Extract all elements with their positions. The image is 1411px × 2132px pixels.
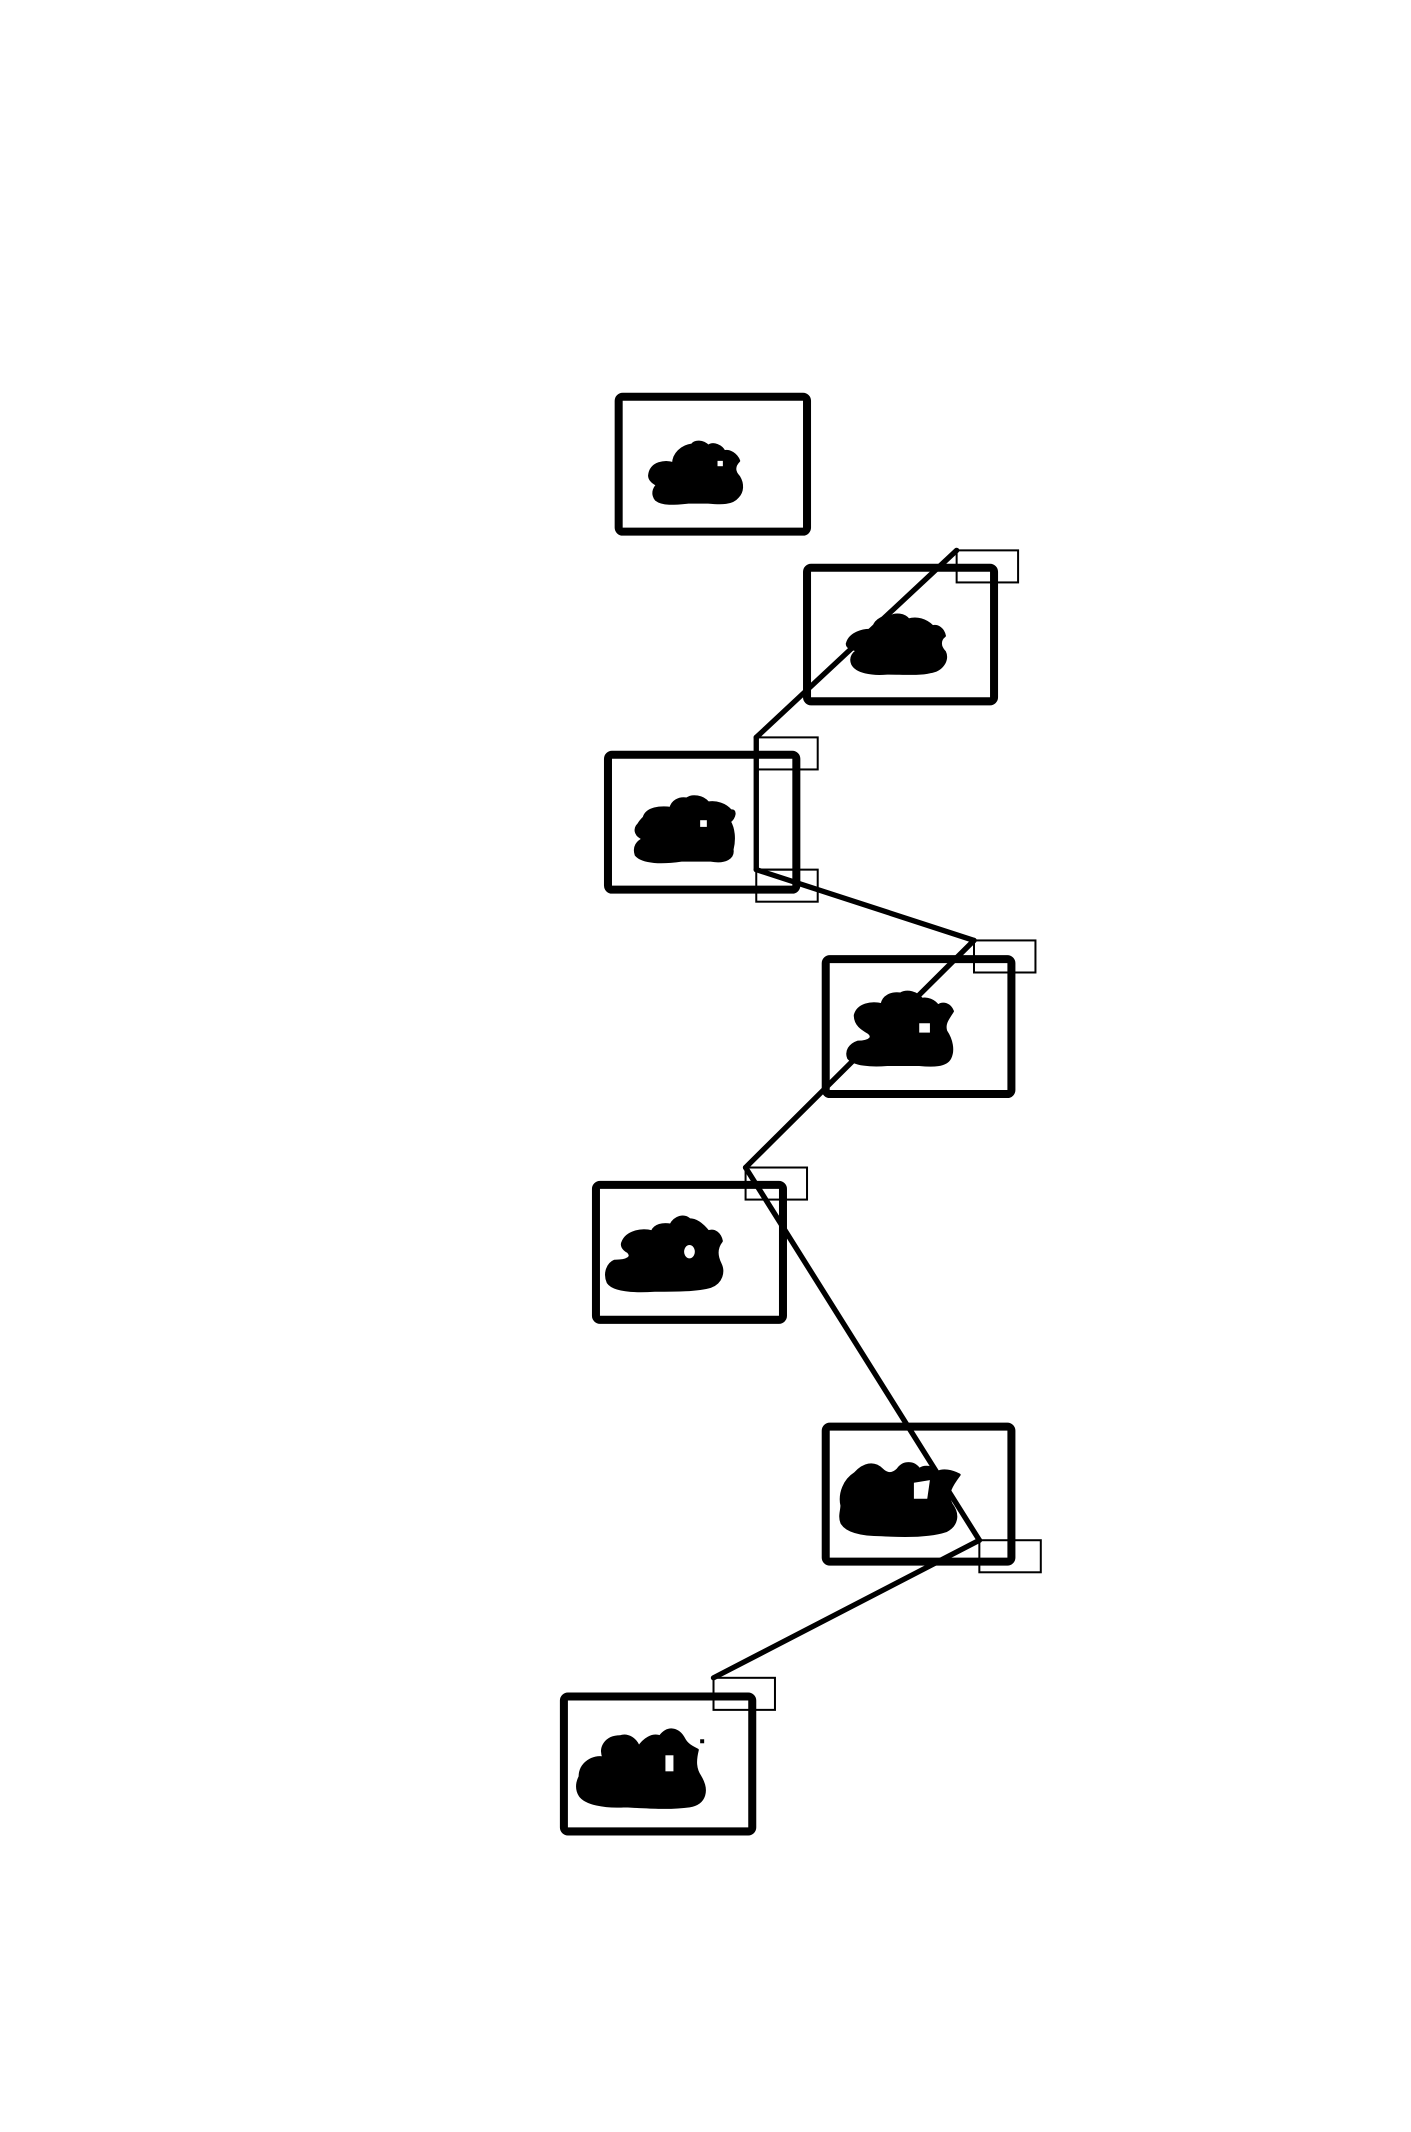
sprite-highlight: [913, 1480, 930, 1499]
tank-silhouette-icon: [648, 440, 744, 505]
connector-4: [742, 937, 977, 1171]
tank-silhouette-icon: [839, 1462, 961, 1537]
frame-6: [821, 1422, 1016, 1566]
square-port-icon: [973, 939, 1037, 974]
connector-1: [753, 547, 960, 741]
connector-3: [753, 866, 977, 944]
sprite-highlight: [717, 460, 723, 467]
frame-5-border: [591, 1180, 787, 1324]
sprite-highlight: [684, 1245, 695, 1259]
connector-6: [710, 1537, 983, 1681]
square-port-icon: [744, 1166, 809, 1201]
sprite-highlight: [919, 1023, 930, 1033]
tank-silhouette-icon: [633, 795, 736, 864]
frame-7-border: [559, 1692, 757, 1836]
square-port-icon: [978, 1539, 1042, 1574]
frame-4: [821, 955, 1016, 1099]
frame-1-border: [614, 392, 812, 536]
ports: [712, 549, 1042, 1711]
frame-6-border: [821, 1422, 1016, 1566]
square-port-icon: [755, 736, 819, 771]
sprite-highlight: [700, 820, 707, 827]
tank-silhouette-icon: [846, 990, 954, 1067]
frame-3: [603, 750, 801, 894]
frame-2: [803, 563, 999, 706]
frame-4-border: [821, 955, 1016, 1099]
tank-silhouette-icon: [576, 1728, 706, 1809]
connector-5: [742, 1164, 983, 1543]
frame-2-border: [803, 563, 999, 706]
square-port-icon: [756, 756, 797, 871]
sprite-dot: [700, 1739, 705, 1744]
tank-silhouette-icon: [605, 1215, 724, 1293]
frame-1: [614, 392, 812, 536]
tank-silhouette-icon: [845, 613, 948, 675]
frame-3-border: [603, 750, 801, 894]
frame-7: [559, 1692, 757, 1836]
square-port-icon: [955, 549, 1020, 584]
square-port-icon: [712, 1676, 776, 1711]
frame-5: [591, 1180, 787, 1324]
connectors: [710, 547, 983, 1681]
sprite-highlight: [665, 1755, 674, 1772]
